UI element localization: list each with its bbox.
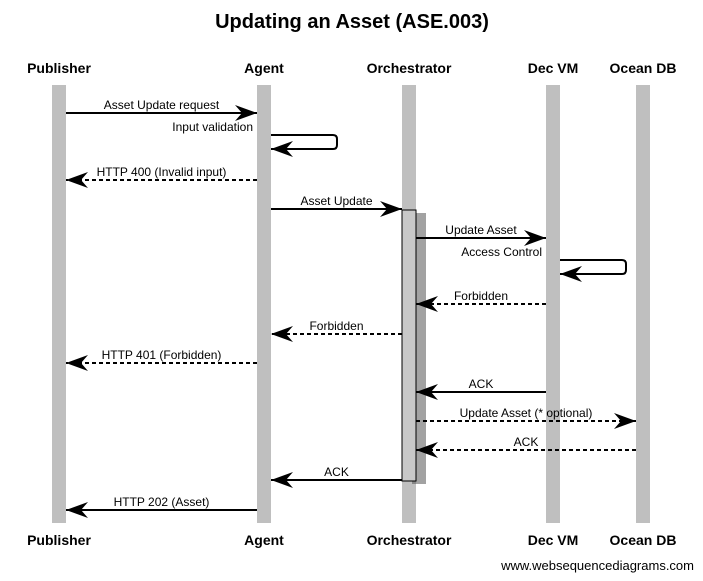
participant-orchestrator: Orchestrator (367, 60, 452, 76)
message-asset-update-request: Asset Update request (66, 98, 257, 121)
participant-agent-footer: Agent (244, 532, 284, 548)
participant-oceandb: Ocean DB (610, 60, 677, 76)
lifelines (52, 85, 650, 523)
participant-headers-top: Publisher Agent Orchestrator Dec VM Ocean DB (27, 60, 676, 76)
lifeline-publisher (52, 85, 66, 523)
lifeline-decvm (546, 85, 560, 523)
activation-bars (401, 209, 426, 484)
message-label: ACK (469, 377, 494, 391)
participant-decvm: Dec VM (528, 60, 579, 76)
message-label: Access Control (461, 245, 542, 259)
message-asset-update: Asset Update (271, 194, 402, 217)
participant-publisher: Publisher (27, 60, 91, 76)
message-label: HTTP 400 (Invalid input) (97, 165, 227, 179)
credit-text: www.websequencediagrams.com (500, 558, 694, 573)
message-http-202-asset: HTTP 202 (Asset) (66, 495, 257, 518)
message-forbidden: Forbidden (416, 289, 546, 312)
message-ack: ACK (271, 465, 402, 488)
message-arrow (560, 259, 627, 282)
message-label: Input validation (172, 120, 253, 134)
message-label: HTTP 401 (Forbidden) (102, 348, 222, 362)
activation-orchestrator (401, 209, 417, 482)
message-label: Update Asset (* optional) (460, 406, 593, 420)
participant-headers-bottom: Publisher Agent Orchestrator Dec VM Ocean DB (27, 532, 676, 548)
participant-publisher-footer: Publisher (27, 532, 91, 548)
message-label: Forbidden (454, 289, 508, 303)
message-http-401-forbidden: HTTP 401 (Forbidden) (66, 348, 257, 371)
participant-agent: Agent (244, 60, 284, 76)
lifeline-oceandb (636, 85, 650, 523)
participant-decvm-footer: Dec VM (528, 532, 579, 548)
message-update-asset-optional: Update Asset (* optional) (416, 406, 636, 429)
message-ack: ACK (416, 435, 636, 458)
message-arrow (271, 134, 338, 157)
message-label: Asset Update (300, 194, 372, 208)
participant-oceandb-footer: Ocean DB (610, 532, 677, 548)
message-label: HTTP 202 (Asset) (114, 495, 210, 509)
message-label: ACK (514, 435, 539, 449)
message-label: Forbidden (309, 319, 363, 333)
message-http-400-invalid-input: HTTP 400 (Invalid input) (66, 165, 257, 188)
diagram-title: Updating an Asset (ASE.003) (215, 11, 489, 33)
message-label: Asset Update request (104, 98, 220, 112)
message-label: Update Asset (445, 223, 517, 237)
message-label: ACK (324, 465, 349, 479)
message-forbidden: Forbidden (271, 319, 402, 342)
message-update-asset: Update Asset (416, 223, 546, 246)
message-ack: ACK (416, 377, 546, 400)
lifeline-agent (257, 85, 271, 523)
message-access-control: Access Control (461, 245, 627, 282)
message-input-validation: Input validation (172, 120, 338, 157)
participant-orchestrator-footer: Orchestrator (367, 532, 452, 548)
